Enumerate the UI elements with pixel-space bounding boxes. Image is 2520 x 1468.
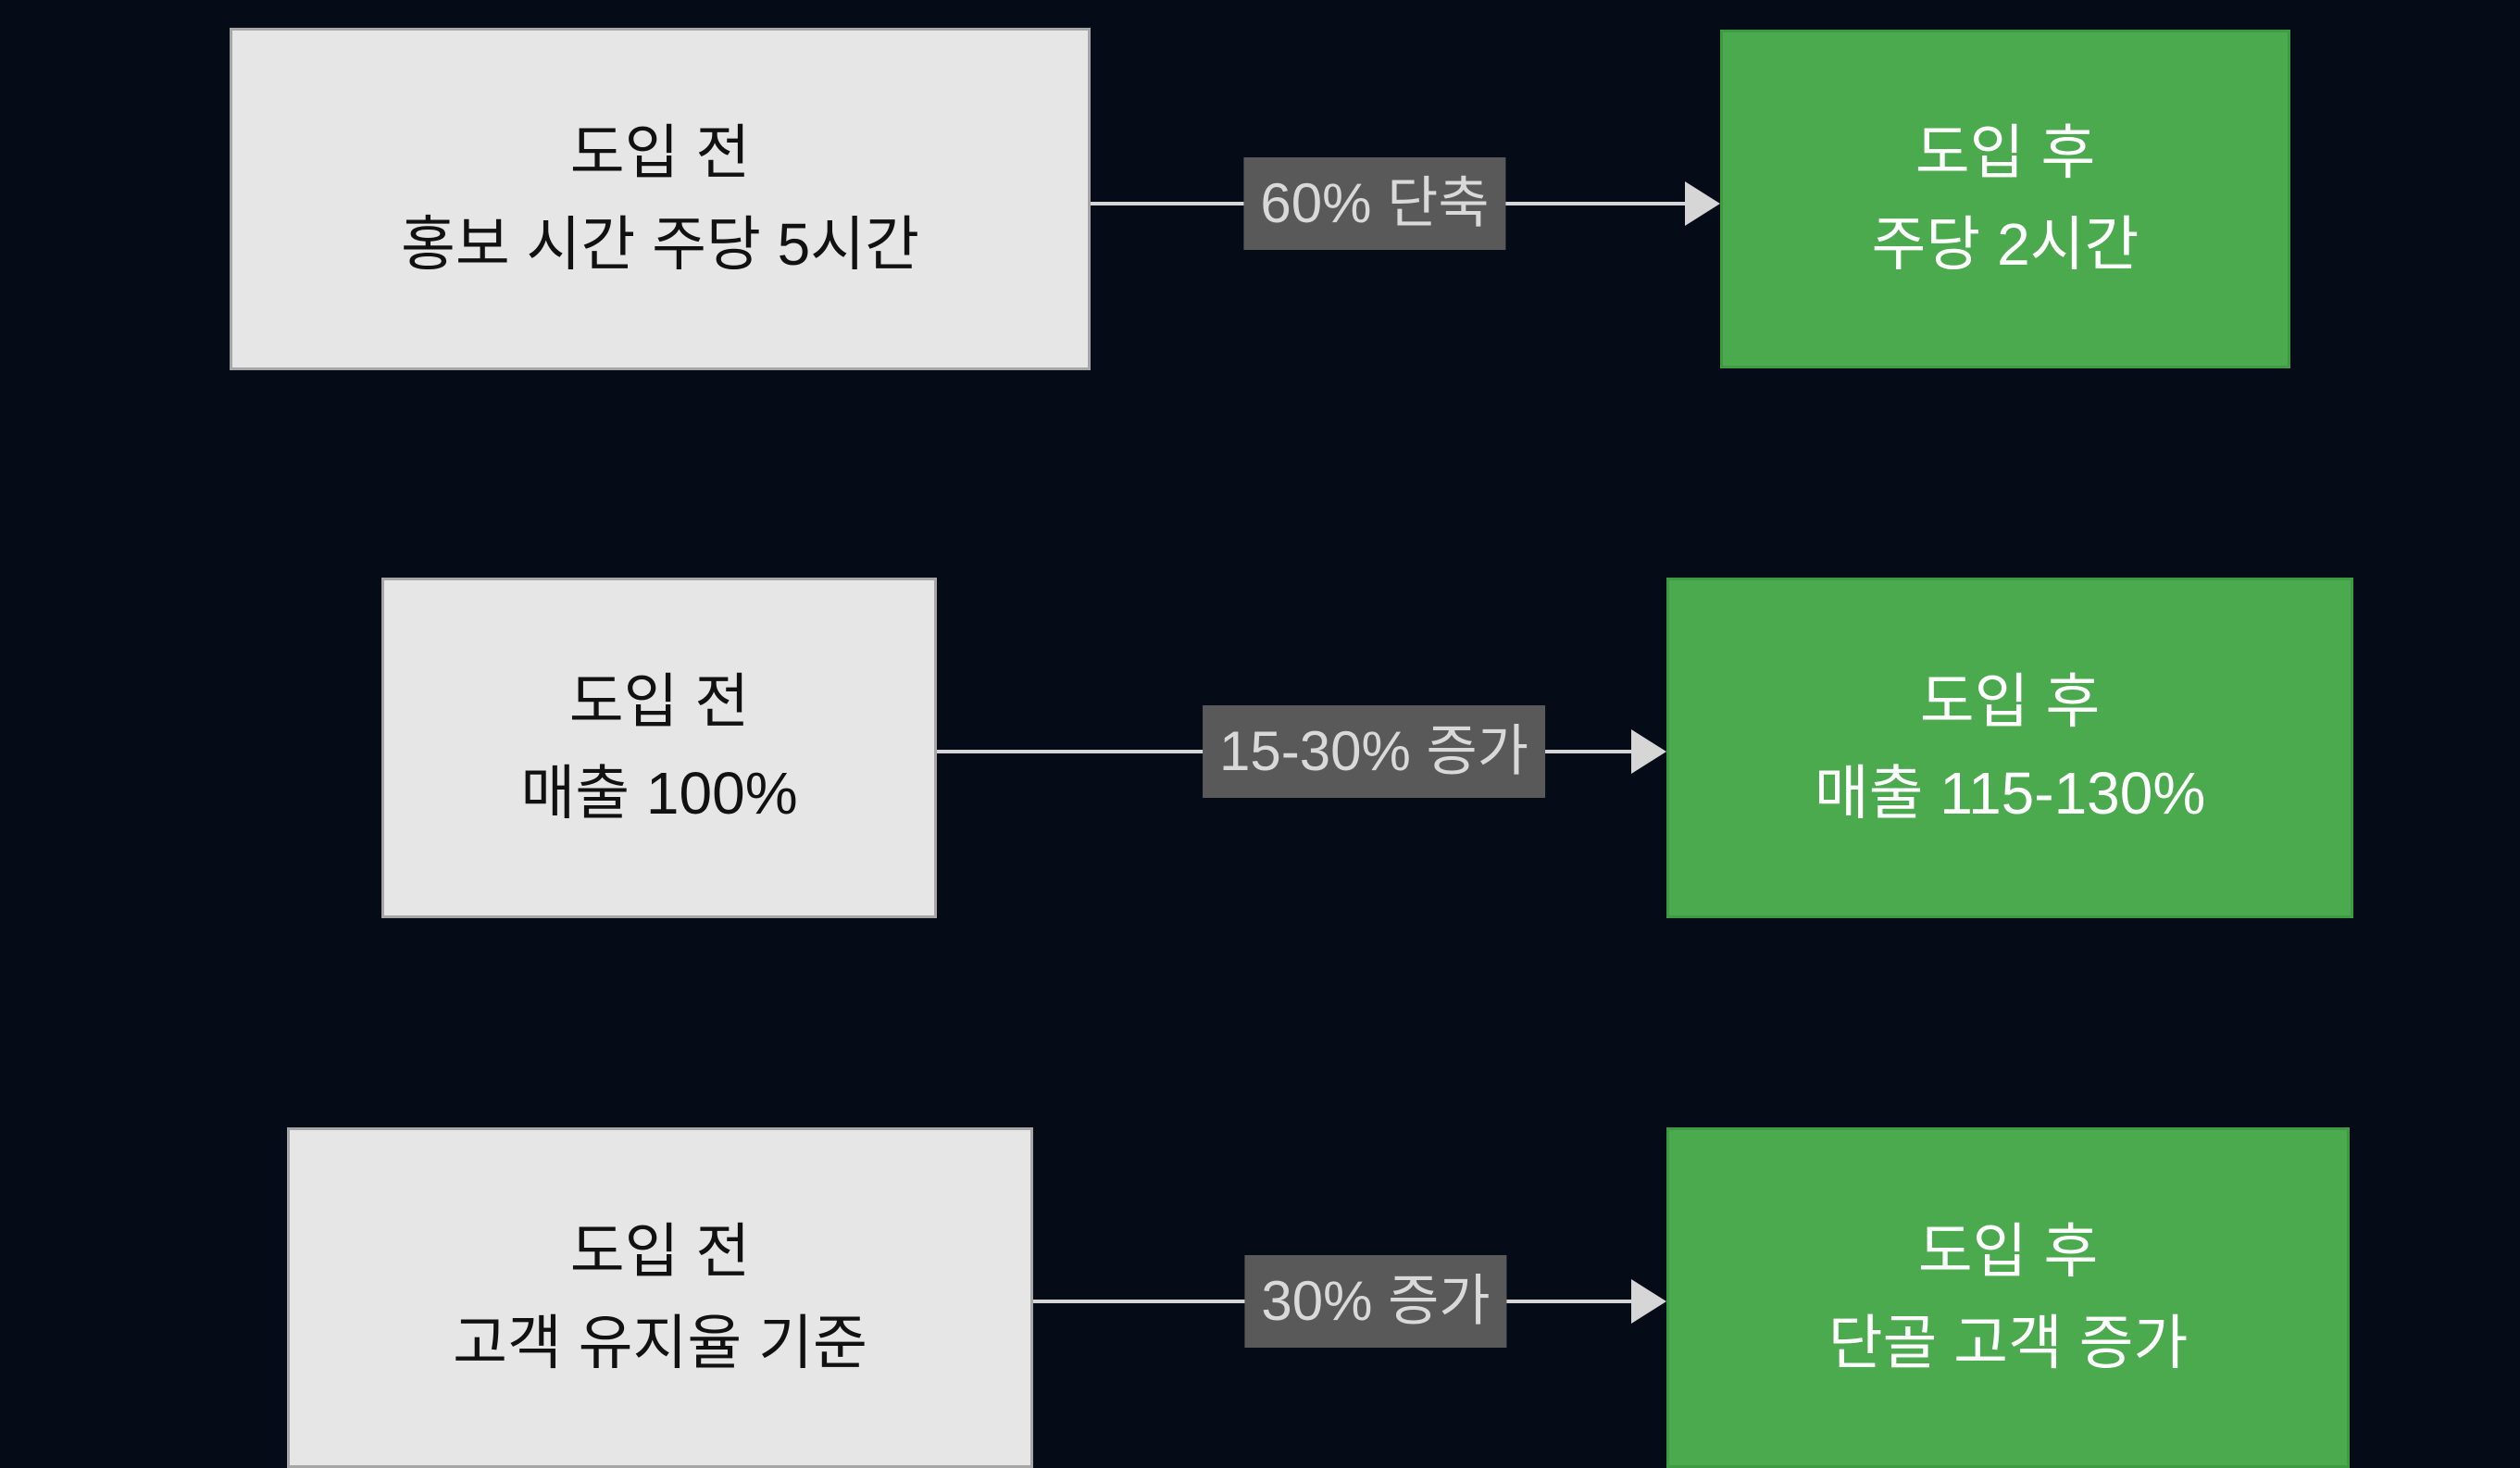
before-box-row2-line2: 매출 100% [520, 760, 798, 827]
before-box-row3: 도입 전 고객 유지율 기준 [287, 1127, 1033, 1468]
before-box-row1: 도입 전 홍보 시간 주당 5시간 [230, 28, 1091, 370]
before-box-row3-line2: 고객 유지율 기준 [453, 1310, 867, 1376]
before-box-row1-line1: 도입 전 [569, 118, 751, 186]
after-box-row1-line2: 주당 2시간 [1871, 211, 2140, 278]
after-box-row3: 도입 후 단골 고객 증가 [1666, 1127, 2350, 1468]
arrowhead-icon-row3 [1631, 1279, 1666, 1324]
before-box-row3-line1: 도입 전 [569, 1217, 751, 1285]
after-box-row2-line1: 도입 후 [1919, 667, 2101, 735]
arrowhead-icon-row2 [1631, 729, 1666, 774]
change-label-row3: 30% 증가 [1244, 1255, 1507, 1348]
after-box-row1: 도입 후 주당 2시간 [1720, 30, 2290, 368]
change-label-row2: 15-30% 증가 [1203, 705, 1545, 798]
after-box-row3-line1: 도입 후 [1917, 1217, 2099, 1285]
before-box-row2-line1: 도입 전 [568, 667, 750, 735]
before-box-row2: 도입 전 매출 100% [381, 578, 937, 918]
after-box-row2-line2: 매출 115-130% [1814, 760, 2206, 827]
after-box-row1-line1: 도입 후 [1915, 118, 2096, 186]
before-box-row1-line2: 홍보 시간 주당 5시간 [401, 211, 919, 278]
after-box-row2: 도입 후 매출 115-130% [1666, 578, 2353, 918]
arrowhead-icon-row1 [1685, 181, 1720, 226]
change-label-row1: 60% 단축 [1243, 157, 1506, 250]
after-box-row3-line2: 단골 고객 증가 [1828, 1310, 2189, 1376]
